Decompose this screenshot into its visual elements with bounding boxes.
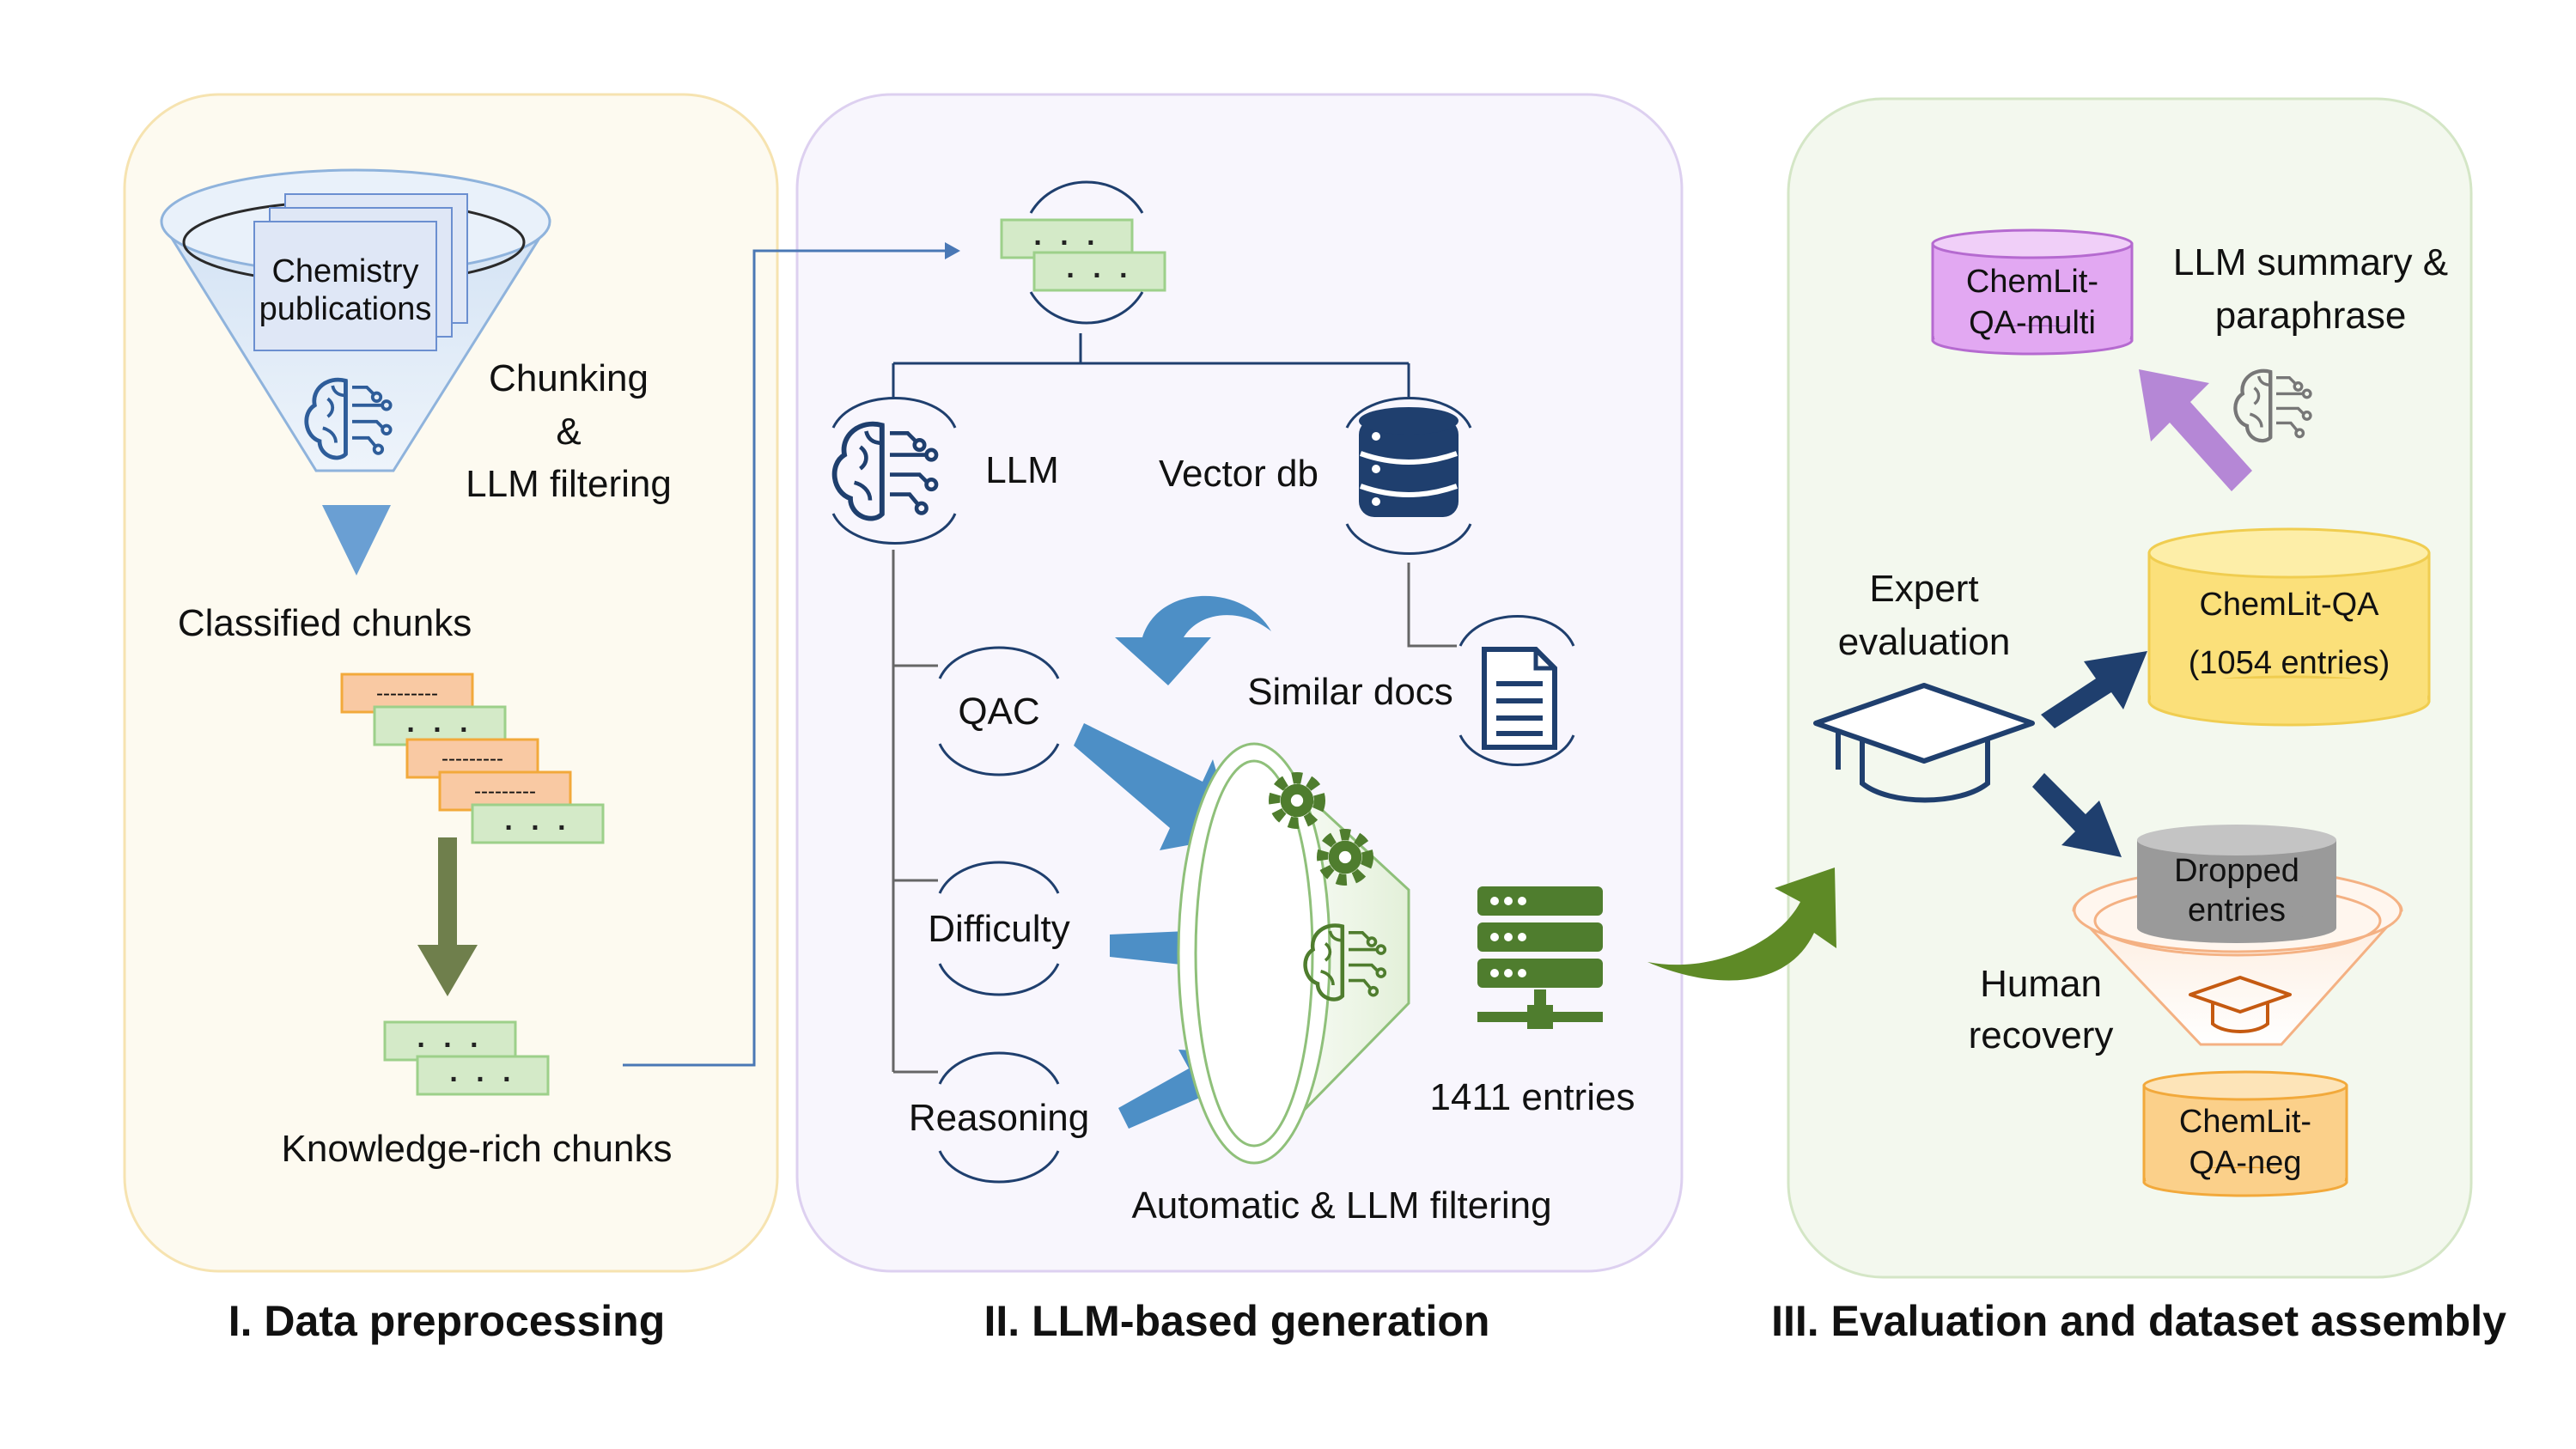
step-ampersand: & xyxy=(556,411,581,453)
title-llm-generation: II. LLM-based generation xyxy=(984,1297,1490,1345)
dropped-entries-db: Dropped entries xyxy=(2137,825,2336,943)
qa-line2: (1054 entries) xyxy=(2189,645,2390,681)
summary-line2: paraphrase xyxy=(2215,295,2407,337)
multi-line1: ChemLit- xyxy=(1966,264,2098,300)
vector-db-label: Vector db xyxy=(1159,453,1318,495)
chemlit-qa-multi-db: ChemLit- QA-multi xyxy=(1931,228,2134,356)
human-line2: recovery xyxy=(1969,1014,2114,1056)
similar-docs-icon xyxy=(1459,615,1575,766)
qac-label: QAC xyxy=(958,691,1039,733)
filtering-label: Automatic & LLM filtering xyxy=(1131,1184,1551,1227)
filtering-funnel xyxy=(1177,742,1410,1165)
funnel-text-chemistry: Chemistry xyxy=(271,253,418,289)
step-llm-filtering: LLM filtering xyxy=(466,463,672,505)
arrow-qac xyxy=(1074,723,1235,850)
chunk-dots: . . . xyxy=(417,1021,483,1054)
connector-arrowhead xyxy=(945,242,960,259)
chunk-dots: . . . xyxy=(1066,252,1132,284)
summary-line1: LLM summary & xyxy=(2173,241,2448,283)
title-evaluation: III. Evaluation and dataset assembly xyxy=(1771,1297,2506,1345)
branch-lines xyxy=(892,550,1457,1074)
title-data-preprocessing: I. Data preprocessing xyxy=(228,1297,666,1345)
graduation-cap-small-icon xyxy=(2189,976,2292,1033)
expert-line2: evaluation xyxy=(1838,621,2011,663)
qac-node xyxy=(938,646,1060,776)
chemlit-qa-neg-db: ChemLit- QA-neg xyxy=(2142,1070,2348,1197)
reasoning-label: Reasoning xyxy=(909,1097,1089,1139)
tree-lines xyxy=(892,333,1410,399)
funnel-text-publications: publications xyxy=(259,291,432,327)
human-line1: Human xyxy=(1980,963,2102,1005)
curved-return-arrow xyxy=(1115,595,1271,685)
qa-line1: ChemLit-QA xyxy=(2199,587,2379,623)
classified-chunk-stack: --------- . . . --------- --------- . . … xyxy=(340,673,605,844)
difficulty-node xyxy=(938,861,1060,996)
step-chunking: Chunking xyxy=(489,357,649,399)
chunk-dash: --------- xyxy=(442,747,503,770)
chunk-dots: . . . xyxy=(504,804,570,837)
neg-line2: QA-neg xyxy=(2189,1145,2302,1181)
chunk-dots: . . . xyxy=(449,1056,515,1088)
chemlit-qa-db: ChemLit-QA (1054 entries) xyxy=(2147,527,2431,727)
dropped-line2: entries xyxy=(2188,892,2286,928)
difficulty-label: Difficulty xyxy=(928,908,1069,950)
input-chunks: . . . . . . xyxy=(1000,180,1166,325)
gear-icon xyxy=(1323,835,1368,880)
publications-funnel: Chemistry publications xyxy=(160,168,551,472)
llm-node xyxy=(831,397,957,545)
chunk-dots: . . . xyxy=(1033,219,1099,252)
down-arrow-olive xyxy=(417,837,478,996)
expert-line1: Expert xyxy=(1869,568,1978,610)
llm-label: LLM xyxy=(985,449,1059,491)
dropped-line1: Dropped xyxy=(2174,853,2299,889)
gear-icon xyxy=(1275,778,1320,824)
entries-1411-label: 1411 entries xyxy=(1430,1076,1635,1118)
chunk-green xyxy=(1032,251,1166,292)
panel-llm-generation xyxy=(795,93,1684,1273)
knowledge-chunks: . . . . . . xyxy=(383,1020,550,1096)
graduation-cap-icon xyxy=(1813,683,2035,803)
knowledge-rich-chunks-label: Knowledge-rich chunks xyxy=(282,1128,673,1170)
arrow-to-dropped xyxy=(2032,773,2122,857)
big-green-arrow xyxy=(1647,868,1836,981)
classified-chunks-label: Classified chunks xyxy=(178,602,472,644)
down-arrow-blue xyxy=(322,505,391,575)
publication-page-front xyxy=(253,221,437,351)
connector-line xyxy=(623,249,945,1067)
arrow-to-qa xyxy=(2041,651,2147,728)
purple-arrow xyxy=(2139,369,2252,491)
chunk-dash: --------- xyxy=(474,780,536,803)
chunk-green xyxy=(471,803,605,844)
chunk-dash: --------- xyxy=(376,682,438,705)
multi-line2: QA-multi xyxy=(1969,305,2096,341)
neg-line1: ChemLit- xyxy=(2179,1104,2311,1140)
vector-db-icon xyxy=(1345,397,1472,555)
reasoning-node xyxy=(938,1051,1060,1184)
similar-docs-label: Similar docs xyxy=(1247,671,1453,713)
chunk-green xyxy=(416,1055,550,1096)
chunk-dots: . . . xyxy=(406,706,472,739)
server-icon xyxy=(1477,886,1603,1029)
